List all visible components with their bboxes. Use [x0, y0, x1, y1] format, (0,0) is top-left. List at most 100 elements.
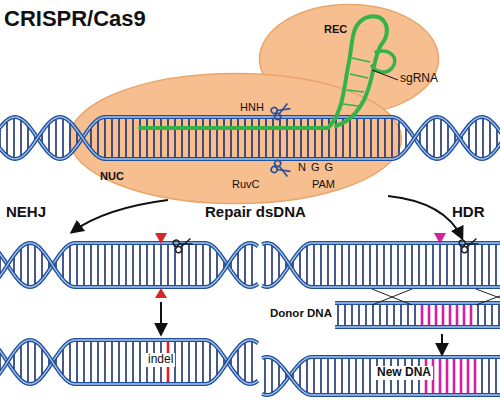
scissors-symbol	[270, 100, 292, 120]
base-pair	[264, 243, 266, 287]
pathway-arrow	[388, 196, 462, 238]
base-pair	[118, 340, 120, 384]
base-pair	[344, 303, 346, 327]
base-pair	[439, 243, 441, 287]
base-pair	[258, 117, 260, 159]
base-pair	[111, 243, 113, 287]
base-pair	[351, 303, 353, 327]
base-pair	[349, 117, 351, 159]
base-pair	[48, 123, 50, 153]
sgrna-pairs	[343, 58, 370, 106]
pathway-arrow	[72, 200, 168, 232]
base-pair	[481, 243, 483, 287]
base-pair	[90, 243, 92, 287]
base-pair	[446, 357, 449, 395]
base-pair	[27, 340, 29, 384]
base-pair	[390, 243, 392, 287]
base-pair	[379, 303, 381, 327]
base-pair	[313, 243, 315, 287]
base-pair	[139, 117, 141, 159]
base-pair	[447, 123, 449, 153]
base-pair	[306, 358, 308, 394]
base-pair	[188, 340, 190, 384]
scissors-blade	[179, 239, 192, 248]
base-pair	[146, 340, 148, 384]
base-pair	[271, 358, 273, 394]
base-pair	[404, 243, 406, 287]
base-pair	[362, 243, 364, 287]
base-pair	[418, 357, 420, 395]
base-pair	[363, 117, 365, 159]
base-pair	[407, 303, 409, 327]
base-pair	[442, 303, 445, 327]
node-label: New DNA	[375, 366, 433, 380]
base-pair	[341, 357, 343, 395]
base-pair	[202, 117, 204, 159]
dna-helix	[0, 117, 500, 159]
base-pair	[320, 357, 322, 395]
base-pair	[348, 357, 350, 395]
base-pair	[272, 117, 274, 159]
base-pair	[489, 120, 491, 156]
base-pair	[498, 303, 500, 327]
base-pair	[369, 243, 371, 287]
base-pair	[474, 243, 476, 287]
base-pair	[167, 340, 170, 384]
dna-backbone	[262, 357, 500, 395]
base-pair	[244, 117, 246, 159]
base-pair	[216, 117, 218, 159]
base-pair	[453, 357, 456, 395]
dna-backbone-highlight	[0, 243, 258, 287]
dna-backbone-highlight	[0, 340, 258, 384]
base-pair	[55, 118, 57, 158]
base-pair	[446, 243, 448, 287]
base-pair	[299, 363, 301, 388]
base-pair	[6, 120, 8, 156]
base-pair	[435, 303, 438, 327]
base-pair	[237, 117, 239, 159]
dna-backbone-highlight	[335, 302, 500, 303]
base-pair	[118, 117, 120, 159]
edited-dna: New DNA	[262, 354, 500, 398]
base-pair	[377, 117, 379, 159]
base-pair	[83, 340, 85, 384]
part-label: sgRNA	[400, 72, 438, 86]
base-pair	[355, 357, 357, 395]
base-pair	[118, 243, 120, 287]
base-pair	[62, 118, 64, 159]
dna-backbone	[0, 243, 258, 287]
base-pair	[230, 117, 232, 159]
base-pair	[337, 303, 339, 327]
base-pair	[393, 303, 395, 327]
dna-backbone-highlight	[262, 357, 500, 395]
base-pair	[383, 243, 385, 287]
cut-mark	[155, 233, 167, 244]
base-pair	[369, 357, 371, 395]
base-pair	[160, 117, 162, 159]
sgrna-strand	[140, 16, 387, 128]
base-pair	[488, 243, 490, 287]
base-pair	[481, 357, 483, 395]
base-pair	[398, 120, 400, 157]
node-label: REC	[324, 23, 347, 36]
base-pair	[365, 303, 367, 327]
base-pair	[90, 340, 92, 384]
base-pair	[153, 243, 155, 287]
base-pair	[97, 120, 99, 157]
cut-mark	[434, 233, 446, 244]
base-pair	[432, 357, 435, 395]
leader-line	[372, 70, 398, 80]
base-pair	[216, 250, 218, 279]
base-pair	[244, 244, 246, 285]
base-pair	[278, 363, 280, 388]
base-pair	[104, 340, 106, 384]
base-pair	[314, 117, 316, 159]
base-pair	[132, 117, 134, 159]
base-pair	[418, 243, 420, 287]
base-pair	[251, 340, 253, 384]
scissors-blade	[465, 239, 478, 248]
base-pair	[391, 117, 393, 159]
base-pair	[300, 117, 302, 159]
base-pair	[467, 357, 470, 395]
